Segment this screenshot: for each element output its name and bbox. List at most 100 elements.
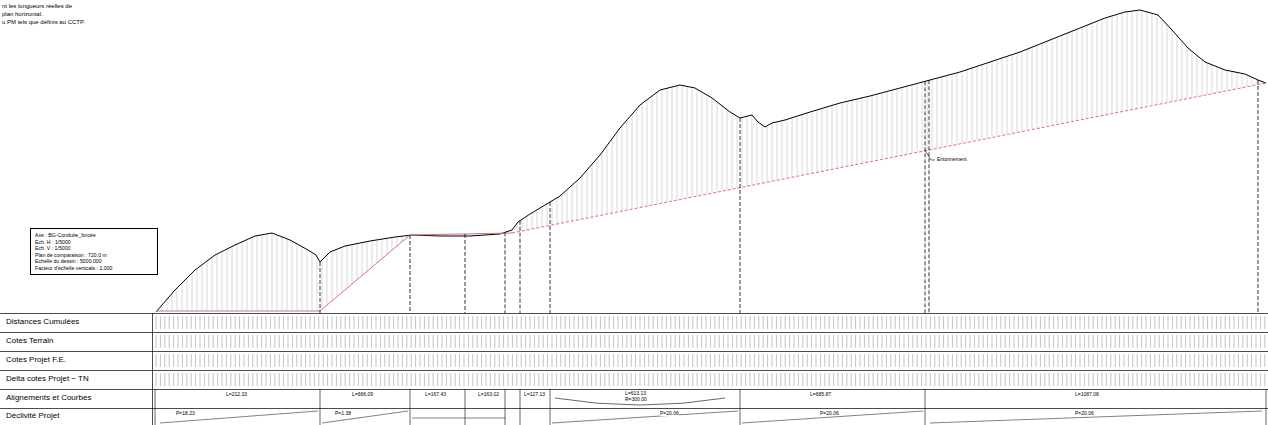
table-figure <box>1022 316 1023 329</box>
table-mark <box>155 389 156 425</box>
table-figure <box>494 354 495 367</box>
table-figure <box>1198 354 1199 367</box>
table-figure <box>1141 373 1142 386</box>
hatch-line <box>1197 55 1198 96</box>
table-figure <box>160 335 161 348</box>
table-figure <box>156 316 157 329</box>
table-figure <box>534 316 535 329</box>
table-figure <box>288 354 289 367</box>
table-figure <box>1027 354 1028 367</box>
hatch-line <box>222 252 223 312</box>
table-figure <box>186 354 187 367</box>
table-figure <box>1198 335 1199 348</box>
table-figure <box>1084 354 1085 367</box>
table-figure <box>402 354 403 367</box>
table-figure <box>631 354 632 367</box>
hatch-line <box>572 185 573 221</box>
table-figure <box>1238 335 1239 348</box>
table-figure <box>873 335 874 348</box>
hatch-line <box>912 85 913 154</box>
table-figure <box>754 354 755 367</box>
table-figure <box>560 335 561 348</box>
table-figure <box>675 316 676 329</box>
table-figure <box>310 354 311 367</box>
table-figure <box>1110 373 1111 386</box>
table-figure <box>811 373 812 386</box>
table-figure <box>921 373 922 386</box>
hatch-line <box>187 278 188 311</box>
table-figure <box>1194 354 1195 367</box>
table-figure <box>1080 316 1081 329</box>
table-figure <box>230 373 231 386</box>
profile-vertical <box>520 221 521 313</box>
table-figure <box>217 316 218 329</box>
table-figure <box>626 316 627 329</box>
table-figure <box>789 373 790 386</box>
table-figure <box>1229 373 1230 386</box>
table-figure <box>1198 316 1199 329</box>
table-figure <box>169 335 170 348</box>
table-figure <box>468 316 469 329</box>
table-figure <box>1014 354 1015 367</box>
table-figure <box>552 335 553 348</box>
table-figure <box>349 354 350 367</box>
hatch-line <box>647 100 648 206</box>
table-figure <box>283 316 284 329</box>
hatch-line <box>742 118 743 188</box>
table-figure <box>235 316 236 329</box>
table-figure <box>327 373 328 386</box>
table-figure <box>191 335 192 348</box>
table-figure <box>371 354 372 367</box>
hatch-line <box>367 242 368 272</box>
hatch-line <box>727 110 728 191</box>
table-figure <box>455 316 456 329</box>
table-figure <box>763 316 764 329</box>
table-figure <box>160 354 161 367</box>
table-figure <box>574 335 575 348</box>
table-figure <box>1093 316 1094 329</box>
table-figure <box>569 316 570 329</box>
table-figure <box>1260 354 1261 367</box>
table-figure <box>1234 354 1235 367</box>
table-figure <box>965 335 966 348</box>
table-mark <box>320 389 321 425</box>
table-figure <box>1198 373 1199 386</box>
hatch-line <box>612 139 613 213</box>
row-header: Alignements et Courbes <box>0 389 155 408</box>
table-figure <box>393 335 394 348</box>
table-figure <box>1194 316 1195 329</box>
table-figure <box>1018 354 1019 367</box>
table-figure <box>732 335 733 348</box>
table-figure <box>208 354 209 367</box>
table-figure <box>389 373 390 386</box>
table-figure <box>855 335 856 348</box>
table-figure <box>446 316 447 329</box>
table-figure <box>1207 316 1208 329</box>
table-figure <box>1049 316 1050 329</box>
table-figure <box>1141 354 1142 367</box>
table-figure <box>763 335 764 348</box>
table-figure <box>525 354 526 367</box>
table-figure <box>252 354 253 367</box>
table-figure <box>217 373 218 386</box>
table-figure <box>257 354 258 367</box>
table-figure <box>912 354 913 367</box>
table-figure <box>384 316 385 329</box>
table-figure <box>657 373 658 386</box>
table-figure <box>547 354 548 367</box>
table-figure <box>512 354 513 367</box>
table-figure <box>600 373 601 386</box>
table-figure <box>934 335 935 348</box>
hatch-line <box>802 115 803 176</box>
hatch-line <box>1107 17 1108 114</box>
table-figure <box>543 354 544 367</box>
table-figure <box>904 354 905 367</box>
hatch-line <box>1017 53 1018 133</box>
hatch-line <box>1057 37 1058 124</box>
table-figure <box>1040 316 1041 329</box>
table-figure <box>1181 316 1182 329</box>
table-figure <box>662 316 663 329</box>
table-figure <box>692 316 693 329</box>
table-figure <box>780 354 781 367</box>
table-figure <box>195 354 196 367</box>
